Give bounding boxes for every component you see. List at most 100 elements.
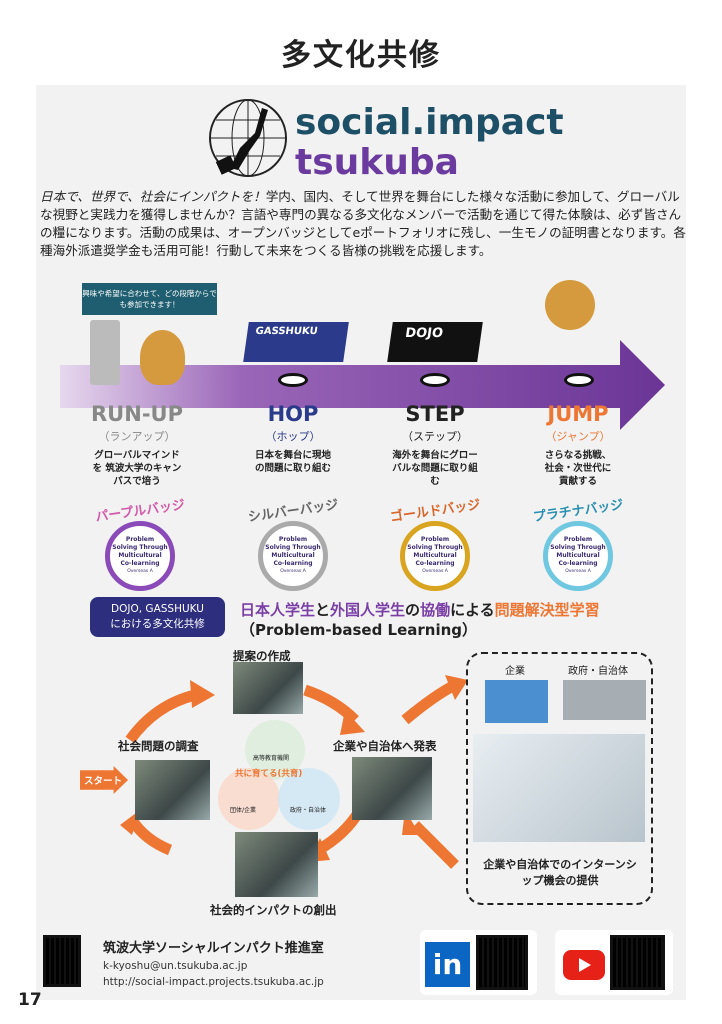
presentation-photo	[352, 757, 432, 820]
email-link[interactable]: k-kyoshu@un.tsukuba.ac.jp	[103, 960, 248, 972]
rabbit-jumping-icon	[545, 280, 595, 330]
monument-icon	[90, 320, 120, 385]
badge-text: Co-learning	[558, 560, 598, 567]
venn-center-label: 共に育てる(共育)	[235, 769, 303, 779]
intro-body: 学内、国内、そして世界を舞台にした様々な活動に参加して、グローバルな視野と実践力…	[40, 189, 686, 258]
company-building-icon	[485, 680, 548, 723]
stage-marker-hop	[278, 373, 308, 387]
pbl-heading: 日本人学生と外国人学生の協働による問題解決型学習 （Problem-based L…	[240, 600, 600, 640]
stage-marker-step	[420, 373, 450, 387]
badge-text: Overseas A	[565, 569, 591, 574]
internship-caption: 企業や自治体でのインターンシップ機会の提供	[483, 858, 637, 887]
stage-desc: グローバルマインドを 筑波大学のキャンパスで培う	[92, 450, 182, 487]
badge-text: Problem	[563, 536, 593, 543]
badge-text: Solving Through	[112, 544, 168, 551]
intro-lead: 日本で、世界で、社会にインパクトを！	[40, 189, 266, 204]
venn-circle-right	[278, 768, 340, 830]
badge-text: Solving Through	[407, 544, 463, 551]
page-number: 17	[18, 990, 42, 1010]
venn-circle-left	[218, 768, 280, 830]
dojo-label-line2: における多文化共修	[110, 618, 205, 630]
badge-text: Overseas A	[422, 569, 448, 574]
stage-name: HOP	[267, 402, 319, 426]
venn-right-label: 政府・自治体	[290, 807, 327, 814]
stage-sub: （ホップ）	[265, 430, 321, 443]
pbl-part: と	[315, 601, 331, 619]
pbl-part: 問題解決型学習	[494, 601, 600, 619]
venn-left-label: 団体/企業	[230, 807, 257, 814]
stage-step: STEP （ステップ） 海外を舞台にグローバルな問題に取り組む	[360, 402, 510, 488]
badge-text: Multicultural	[118, 552, 162, 559]
pbl-subtitle: （Problem-based Learning）	[240, 621, 478, 639]
badge-text: Multicultural	[413, 552, 457, 559]
intro-paragraph: 日本で、世界で、社会にインパクトを！学内、国内、そして世界を舞台にした様々な活動…	[40, 188, 690, 260]
badge-text: Overseas A	[280, 569, 306, 574]
dojo-building-icon: DOJO	[387, 322, 483, 362]
badge-text: Problem	[125, 536, 155, 543]
lab-photo	[473, 734, 645, 842]
step-present-label: 企業や自治体へ発表	[333, 739, 437, 753]
internship-box	[466, 652, 653, 905]
stage-name: JUMP	[547, 402, 609, 426]
stage-sub: （ジャンプ）	[545, 430, 611, 443]
speech-bubble: 興味や希望に合わせて、どの段階からでも参加できます！	[82, 283, 217, 315]
company-label: 企業	[505, 666, 525, 677]
badge-text: Solving Through	[550, 544, 606, 551]
stage-sub: （ランアップ）	[98, 430, 176, 443]
stage-runup: RUN-UP （ランアップ） グローバルマインドを 筑波大学のキャンパスで培う	[62, 402, 212, 488]
stage-desc: さらなる挑戦、社会・次世代に貢献する	[544, 450, 612, 487]
linkedin-qr-code[interactable]	[476, 935, 528, 990]
qr-code[interactable]	[43, 935, 81, 987]
pbl-part: 日本人学生	[240, 601, 316, 619]
stage-marker-jump	[564, 373, 594, 387]
badge-text: Multicultural	[271, 552, 315, 559]
youtube-icon[interactable]	[563, 950, 605, 980]
pbl-part: の	[405, 601, 421, 619]
timeline-arrow	[60, 340, 665, 430]
pbl-part: 外国人学生	[330, 601, 406, 619]
cycle-arrows	[120, 675, 468, 869]
stage-name: STEP	[405, 402, 465, 426]
gasshuku-building-icon: GASSHUKU	[243, 322, 349, 362]
stage-name: RUN-UP	[91, 402, 183, 426]
logo-text-line1: social.impact	[295, 102, 564, 143]
logo-text-line2: tsukuba	[295, 142, 459, 183]
website-link[interactable]: http://social-impact.projects.tsukuba.ac…	[103, 976, 324, 988]
page-title: 多文化共修	[281, 38, 441, 73]
dojo-label-line1: DOJO, GASSHUKU	[111, 603, 204, 615]
step-proposal-label: 提案の作成	[233, 649, 291, 663]
stage-jump: JUMP （ジャンプ） さらなる挑戦、社会・次世代に貢献する	[503, 402, 653, 488]
proposal-photo	[233, 662, 303, 714]
step-impact-label: 社会的インパクトの創出	[210, 903, 337, 917]
stage-desc: 日本を舞台に現地の問題に取り組む	[254, 450, 331, 474]
impact-photo	[235, 832, 318, 897]
pbl-part: 協働	[420, 601, 451, 619]
badge-text: Multicultural	[556, 552, 600, 559]
step-research-label: 社会問題の調査	[118, 739, 199, 753]
stage-desc: 海外を舞台にグローバルな問題に取り組む	[392, 450, 478, 487]
stage-sub: （ステップ）	[402, 430, 468, 443]
badge-text: Problem	[420, 536, 450, 543]
pbl-part: による	[450, 601, 495, 619]
dojo-gasshuku-label: DOJO, GASSHUKU における多文化共修	[90, 597, 225, 637]
linkedin-icon[interactable]: in	[425, 942, 470, 987]
government-label: 政府・自治体	[568, 666, 628, 677]
youtube-qr-code[interactable]	[610, 935, 665, 990]
badge-text: Problem	[278, 536, 308, 543]
badge-text: Co-learning	[273, 560, 313, 567]
badge-text: Overseas A	[127, 569, 153, 574]
research-photo	[135, 760, 210, 820]
badge-text: Solving Through	[265, 544, 321, 551]
rabbit-mascot-icon	[140, 330, 185, 385]
globe-logo-icon	[209, 99, 287, 177]
badge-text: Co-learning	[415, 560, 455, 567]
org-name: 筑波大学ソーシャルインパクト推進室	[103, 941, 324, 956]
